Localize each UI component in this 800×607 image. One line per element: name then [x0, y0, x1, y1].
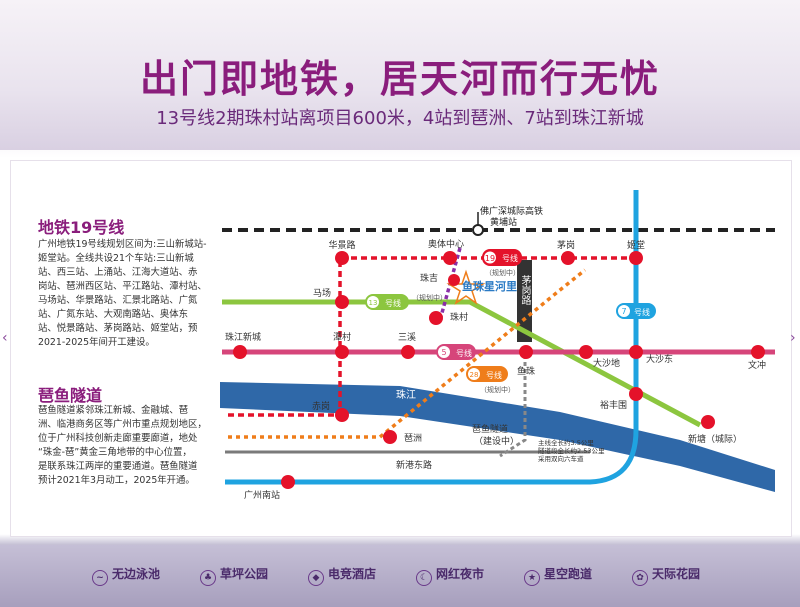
station-dashadong: [629, 345, 643, 359]
svg-text:13: 13: [369, 299, 378, 307]
road2-label: 新港东路: [396, 459, 432, 471]
label-zjxc: 珠江新城: [225, 331, 261, 343]
pearl-river: [220, 382, 775, 492]
amenity-nightmarket: ☾网红夜市: [416, 565, 484, 586]
amenity-garden: ✿天际花园: [632, 565, 700, 586]
hsr-station-label: 黄埔站: [490, 216, 517, 228]
label-zhucun: 珠村: [450, 311, 468, 323]
station-dashadi: [579, 345, 593, 359]
svg-text:号线: 号线: [502, 253, 518, 263]
station-chigang: [335, 408, 349, 422]
line19-note: （规划中）: [485, 268, 520, 277]
station-zhuji: [448, 274, 460, 286]
line28-track: [228, 268, 587, 439]
metro-description: 广州地铁19号线规划区间为:三山新城站- 姬堂站。全线共设21个车站:三山新城 …: [38, 239, 207, 348]
amenity-pool: ~无边泳池: [92, 565, 160, 586]
station-zjxc: [233, 345, 247, 359]
line19-badge: 19 号线: [482, 249, 522, 266]
pool-icon: ~: [92, 570, 108, 586]
river-label: 珠江: [396, 388, 416, 401]
metro-heading: 地铁19号线: [38, 218, 125, 237]
amenity-esports: ◆电竞酒店: [308, 565, 376, 586]
station-yuzhu: [519, 345, 533, 359]
label-pazhou: 琶洲: [404, 433, 422, 444]
huangpu-station-dot: [472, 224, 484, 236]
lawn-icon: ♣: [200, 570, 216, 586]
station-markers: [233, 251, 765, 489]
station-xintang: [701, 415, 715, 429]
tunnel-specs: 主线全长约3.5公里 隧道段全长约2.53公里 采用双向六车道: [538, 439, 605, 463]
svg-text:号线: 号线: [486, 370, 502, 380]
footer-bar: [0, 545, 800, 607]
station-wenchong: [751, 345, 765, 359]
label-jitang: 姬堂: [627, 239, 645, 251]
label-dashadong: 大沙东: [646, 353, 673, 365]
tunnel-description: 琶鱼隧道紧邻珠江新城、金融城、琶 洲、临港商务区等广州市重点规划地区， 位于广州…: [38, 405, 207, 486]
esports-icon: ◆: [308, 570, 324, 586]
label-xintang: 新塘（城际）: [688, 433, 742, 445]
left-chevron-icon: ‹: [2, 330, 8, 346]
label-dashadi: 大沙地: [593, 357, 620, 369]
station-pazhou: [383, 430, 397, 444]
svg-text:号线: 号线: [385, 298, 401, 308]
amenity-track: ★星空跑道: [524, 565, 592, 586]
station-maogang: [561, 251, 575, 265]
station-tancun: [335, 345, 349, 359]
tunnel-label: 琶鱼隧道: [472, 423, 508, 435]
header-banner: 出门即地铁，居天河而行无忧 13号线2期珠村站离项目600米，4站到琶洲、7站到…: [0, 0, 800, 150]
line7-track: [225, 190, 639, 485]
maogang-road: [517, 260, 532, 342]
label-maogang: 茅岗: [557, 240, 575, 251]
svg-text:28: 28: [470, 371, 479, 379]
line19-track: [228, 256, 636, 417]
hsr-label: 佛广深城际高铁: [480, 205, 543, 217]
station-zhucun: [429, 311, 443, 325]
page-subtitle: 13号线2期珠村站离项目600米，4站到琶洲、7站到珠江新城: [156, 108, 644, 129]
station-sanxi: [401, 345, 415, 359]
station-gznan: [281, 475, 295, 489]
map-card: [10, 160, 792, 537]
station-jitang: [629, 251, 643, 265]
svg-text:5: 5: [441, 348, 446, 357]
svg-text:号线: 号线: [456, 348, 472, 358]
line13-badge: 13 号线: [365, 294, 409, 310]
label-machang: 马场: [313, 288, 331, 299]
label-sanxi: 三溪: [398, 331, 416, 343]
station-aoti: [443, 251, 457, 265]
label-huajing: 华景路: [328, 239, 355, 251]
station-machang: [335, 295, 349, 309]
station-huajing: [335, 251, 349, 265]
svg-text:号线: 号线: [634, 307, 650, 317]
maogang-road-label: 茅岗路: [519, 275, 531, 306]
track-icon: ★: [524, 570, 540, 586]
tunnel-note: （建设中）: [474, 435, 519, 447]
label-yufengwei: 裕丰围: [600, 399, 627, 411]
garden-icon: ✿: [632, 570, 648, 586]
label-wenchong: 文冲: [748, 359, 766, 371]
label-aoti: 奥体中心: [428, 238, 464, 250]
line13-track: [222, 299, 702, 428]
line28-badge: 28 号线: [466, 366, 508, 382]
tunnel-heading: 琶鱼隧道: [38, 386, 103, 405]
line5-badge: 5 号线: [436, 344, 476, 360]
right-chevron-icon: ›: [790, 330, 796, 346]
page-title: 出门即地铁，居天河而行无忧: [139, 57, 660, 101]
line7-badge: 7 号线: [616, 303, 656, 319]
purple-line-note: （规划中）: [412, 293, 447, 302]
nightmarket-icon: ☾: [416, 570, 432, 586]
label-tancun: 潭村: [333, 331, 351, 343]
svg-text:7: 7: [621, 307, 626, 316]
tunnel-path: [499, 355, 527, 458]
project-name: 鱼珠星河里: [462, 279, 517, 293]
label-yuzhu: 鱼珠: [517, 365, 535, 377]
amenity-lawn: ♣草坪公园: [200, 565, 268, 586]
label-gznan: 广州南站: [244, 489, 280, 501]
svg-text:19: 19: [485, 254, 495, 263]
label-zhuji: 珠吉: [420, 272, 438, 284]
label-chigang: 赤岗: [312, 401, 330, 412]
line28-note: （规划中）: [480, 385, 515, 394]
station-yufengwei: [629, 387, 643, 401]
